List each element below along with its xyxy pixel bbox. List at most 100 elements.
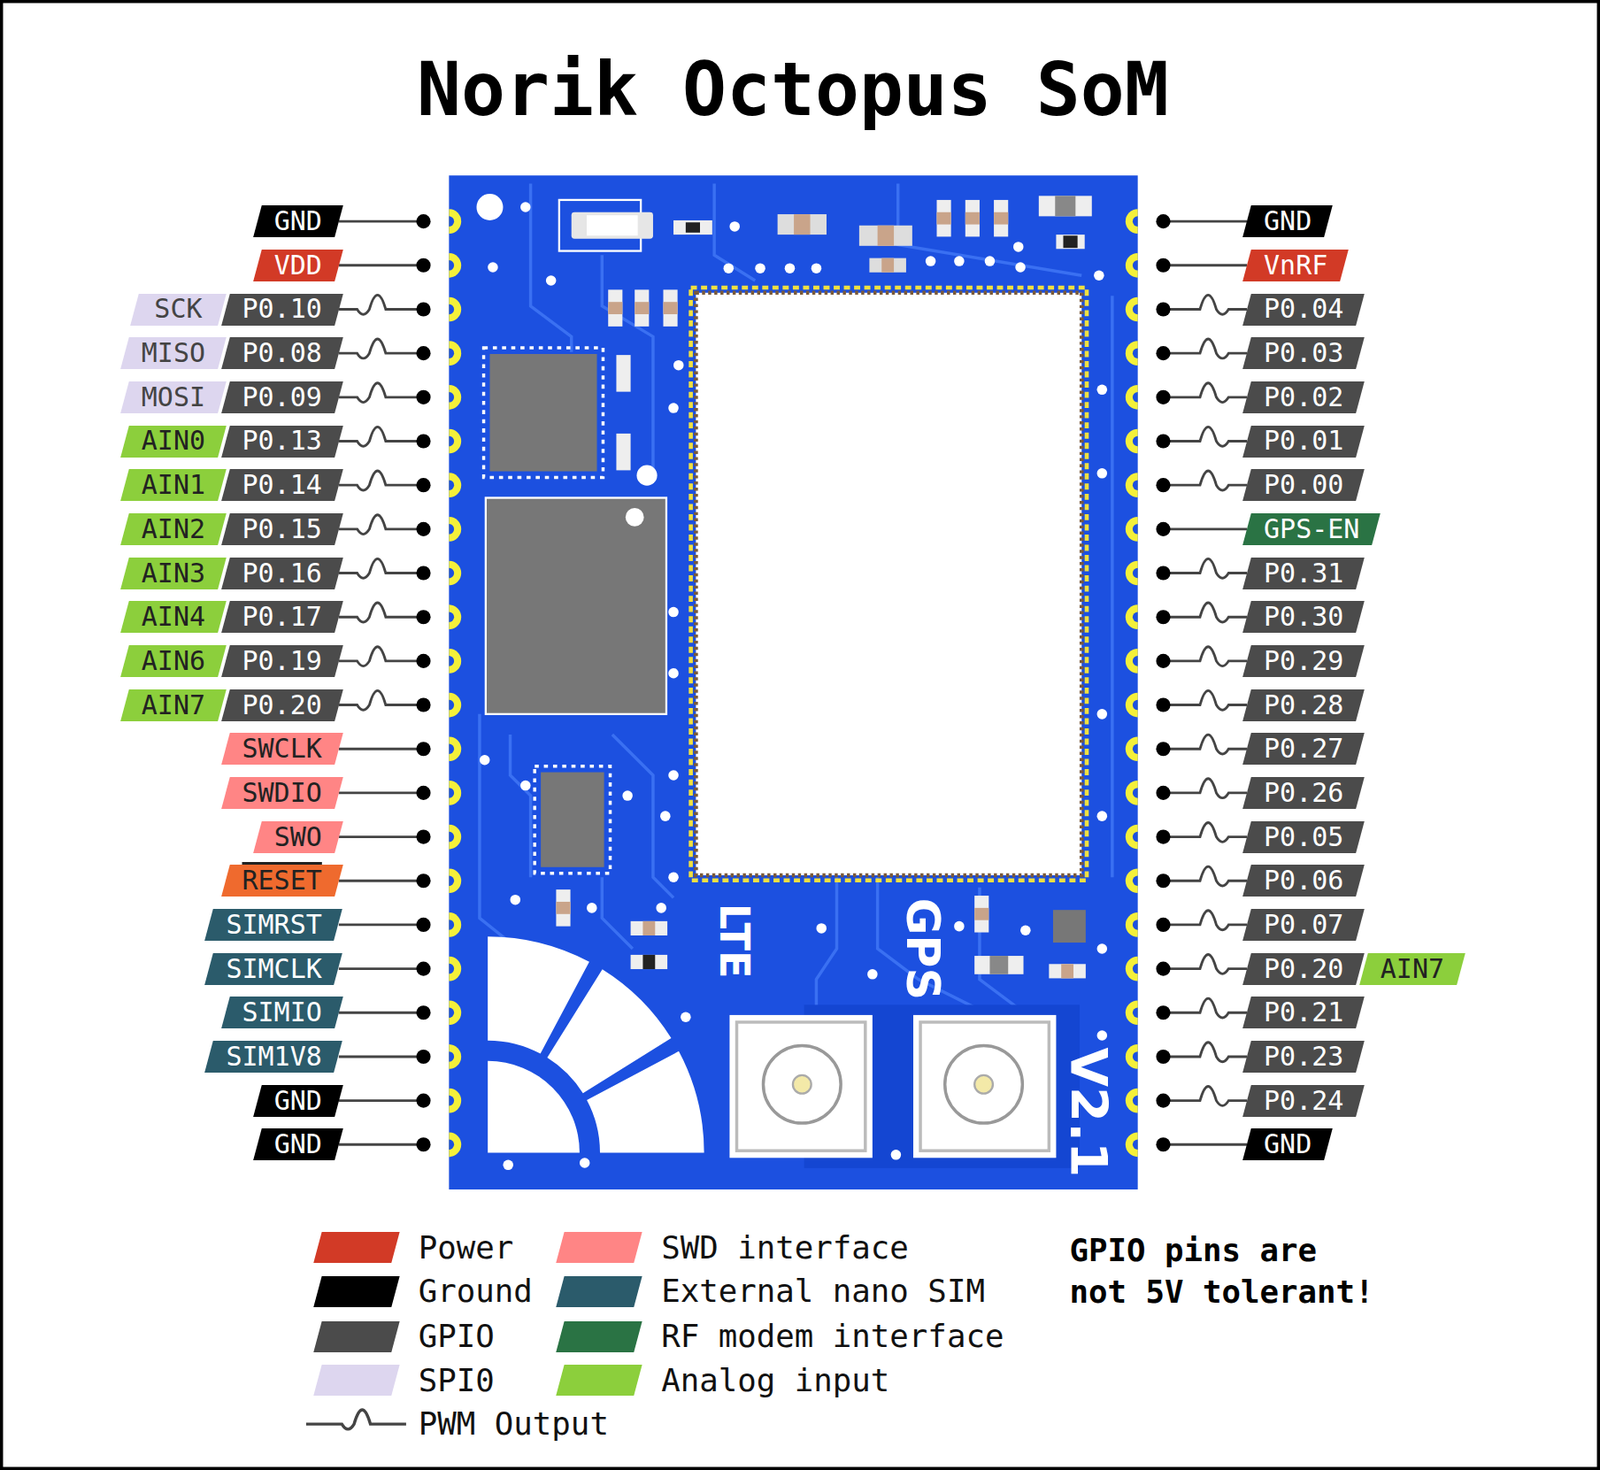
pin-tag: VDD: [257, 249, 339, 282]
pin-pad: [448, 1088, 462, 1114]
pin-tag: SWO: [257, 821, 339, 854]
pin-leader: [1162, 1143, 1247, 1147]
legend-swatch: [313, 1231, 400, 1263]
pin-label: SWCLK: [242, 735, 323, 762]
pin-tag: GND: [257, 1084, 339, 1117]
pin-dot: [1155, 917, 1170, 932]
pin-pad-hole: [448, 919, 454, 931]
pin-dot: [415, 697, 431, 712]
pin-dot: [1155, 609, 1170, 624]
pin-dot: [415, 214, 431, 229]
pin-pad-hole: [448, 436, 454, 447]
pin-tag: MISO: [124, 337, 223, 370]
pin-pad: [448, 208, 462, 234]
pin-tag: P0.10: [225, 293, 339, 326]
pin-pad-hole: [448, 700, 454, 711]
pin-dot: [1155, 258, 1170, 273]
pin-label: P0.13: [242, 427, 323, 454]
legend-swatch: [555, 1364, 642, 1396]
pin-pad: [1125, 1044, 1139, 1070]
pwm-leader: [1162, 338, 1247, 359]
pin-pad-hole: [448, 479, 454, 491]
pwm-leader: [338, 294, 424, 315]
pwm-leader: [1162, 998, 1247, 1018]
pin-pad: [448, 780, 462, 806]
pin-tag: P0.23: [1246, 1040, 1361, 1073]
pin-dot: [1155, 477, 1170, 493]
pin-pad-hole: [1132, 1051, 1139, 1062]
pin-pad-hole: [1132, 875, 1139, 886]
pin-pad: [448, 253, 462, 278]
title: Norik Octopus SoM: [416, 53, 1170, 127]
pin-dot: [415, 1005, 431, 1020]
pin-pad-hole: [1132, 1007, 1139, 1019]
pin-tag: GPS-EN: [1246, 513, 1377, 546]
pin-label: AIN4: [141, 603, 206, 631]
pin-tag: P0.17: [225, 600, 339, 633]
pin-pad: [1125, 736, 1139, 762]
pin-leader: [338, 1143, 424, 1147]
pin-label: P0.30: [1263, 603, 1344, 631]
pin-pad: [448, 868, 462, 893]
pin-leader: [338, 1055, 424, 1059]
pwm-leader: [1162, 866, 1247, 886]
pin-tag: RESET: [225, 864, 339, 897]
pin-label: P0.05: [1263, 823, 1344, 851]
pin-pad-hole: [1132, 700, 1139, 711]
silkscreen-label: GPS: [899, 897, 945, 1000]
pin-label: MISO: [141, 339, 206, 367]
pin-pad-hole: [448, 392, 454, 403]
pin-pad-hole: [448, 523, 454, 535]
pin-dot: [415, 961, 431, 977]
pwm-leader: [1162, 1042, 1247, 1062]
pin-pad: [448, 429, 462, 454]
pin-dot: [415, 258, 431, 273]
pin-dot: [1155, 785, 1170, 800]
pin-pad: [1125, 780, 1139, 806]
pin-pad-hole: [448, 743, 454, 754]
pin-label: P0.16: [242, 560, 323, 587]
pin-label: AIN3: [141, 560, 206, 587]
pin-pad: [1125, 561, 1139, 586]
pin-tag: P0.31: [1246, 557, 1361, 590]
pin-label: P0.07: [1263, 911, 1344, 939]
pin-tag: SCK: [134, 293, 223, 326]
legend-swatch: [313, 1321, 400, 1353]
pin-dot: [1155, 346, 1170, 361]
pin-pad: [1125, 956, 1139, 982]
pin-pad-hole: [1132, 919, 1139, 931]
pwm-legend-sample: [306, 1409, 407, 1430]
pin-pad-hole: [1132, 787, 1139, 799]
pwm-leader: [1162, 953, 1247, 974]
pwm-leader: [338, 515, 424, 535]
pin-leader: [1162, 527, 1247, 531]
pin-label: GND: [274, 1087, 323, 1115]
pin-pad-hole: [448, 347, 454, 359]
pin-pad-hole: [448, 304, 454, 316]
pin-label: AIN2: [141, 515, 206, 543]
pin-pad: [1125, 297, 1139, 323]
pin-label: P0.01: [1263, 427, 1344, 454]
module-outline: [691, 287, 1087, 881]
pin-pad: [448, 1131, 462, 1157]
pin-tag: P0.20: [1246, 953, 1361, 985]
pin-dot: [415, 653, 431, 669]
pin-tag: SWDIO: [225, 776, 339, 809]
pin-dot: [415, 917, 431, 932]
pin-tag: P0.08: [225, 337, 339, 370]
pin-label: P0.24: [1263, 1087, 1344, 1115]
pin-tag: P0.04: [1246, 293, 1361, 326]
pin-tag: P0.20: [225, 689, 339, 722]
pin-label: P0.14: [242, 471, 323, 499]
pin-dot: [1155, 1049, 1170, 1064]
legend-text: External nano SIM: [661, 1275, 985, 1308]
pin-dot: [1155, 830, 1170, 845]
pwm-leader: [1162, 1085, 1247, 1106]
pin-pad-hole: [1132, 260, 1139, 271]
pin-leader: [338, 967, 424, 970]
pin-tag: P0.27: [1246, 732, 1361, 765]
pin-tag: P0.24: [1246, 1084, 1361, 1117]
pin-tag: P0.30: [1246, 600, 1361, 633]
